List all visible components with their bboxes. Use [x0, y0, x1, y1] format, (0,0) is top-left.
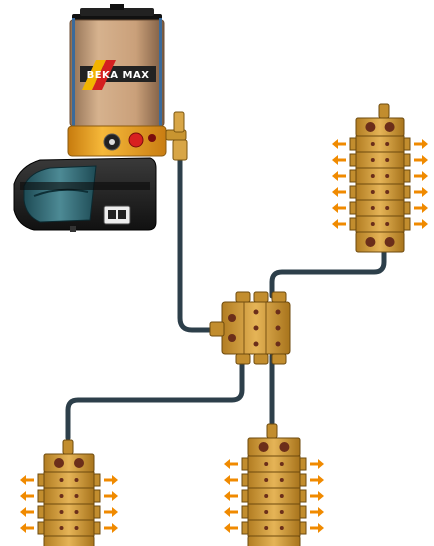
arrow-right-icon [224, 459, 238, 469]
arrow-right-icon [310, 459, 324, 469]
arrow-right-icon [104, 491, 118, 501]
distributor-section [247, 471, 301, 489]
arrow-right-icon [332, 139, 346, 149]
arrow-right-icon [332, 155, 346, 165]
secondary-distributor-top-right [332, 103, 428, 253]
arrow-right-icon [414, 203, 428, 213]
distributor-section [247, 519, 301, 537]
arrow-right-icon [310, 475, 324, 485]
arrow-right-icon [332, 171, 346, 181]
pump-housing [13, 157, 157, 232]
distributor-section [43, 503, 95, 521]
arrow-right-icon [224, 491, 238, 501]
control-panel-icon[interactable] [103, 205, 131, 225]
arrow-right-icon [20, 507, 34, 517]
distributor-section [43, 471, 95, 489]
arrow-right-icon [414, 171, 428, 181]
pipe-main-to-bottom-left [65, 353, 245, 441]
piping-network [65, 157, 387, 441]
arrow-right-icon [332, 203, 346, 213]
arrow-right-icon [104, 507, 118, 517]
grease-pump: BEKA MAX [13, 4, 188, 232]
distributor-section [355, 215, 405, 233]
reset-button-icon[interactable] [128, 132, 144, 148]
arrow-right-icon [224, 507, 238, 517]
distributor-section [247, 455, 301, 473]
arrow-right-icon [332, 187, 346, 197]
distributor-section [355, 199, 405, 217]
arrow-right-icon [104, 475, 118, 485]
pipe-main-to-top-right [269, 235, 387, 299]
distributor-section [355, 151, 405, 169]
arrow-right-icon [310, 507, 324, 517]
arrow-right-icon [310, 523, 324, 533]
distributor-section [355, 183, 405, 201]
arrow-right-icon [224, 523, 238, 533]
distributor-section [43, 487, 95, 505]
distributor-section [355, 167, 405, 185]
secondary-distributor-bottom-left [20, 439, 118, 546]
distributor-section [43, 519, 95, 537]
arrow-right-icon [332, 219, 346, 229]
arrow-right-icon [104, 523, 118, 533]
pipe-pump-to-main [177, 157, 225, 333]
arrow-right-icon [224, 475, 238, 485]
brand-logo: BEKA MAX [80, 60, 156, 90]
distributor-section [355, 135, 405, 153]
arrow-right-icon [20, 523, 34, 533]
brand-logo-text: BEKA MAX [87, 70, 150, 81]
arrow-right-icon [20, 475, 34, 485]
arrow-right-icon [414, 187, 428, 197]
arrow-right-icon [414, 219, 428, 229]
arrow-right-icon [310, 491, 324, 501]
secondary-distributor-bottom-middle [224, 423, 324, 546]
main-distributor [209, 291, 291, 365]
distributor-section [247, 503, 301, 521]
arrow-right-icon [20, 491, 34, 501]
arrow-right-icon [414, 155, 428, 165]
arrow-right-icon [414, 139, 428, 149]
distributor-section [247, 487, 301, 505]
